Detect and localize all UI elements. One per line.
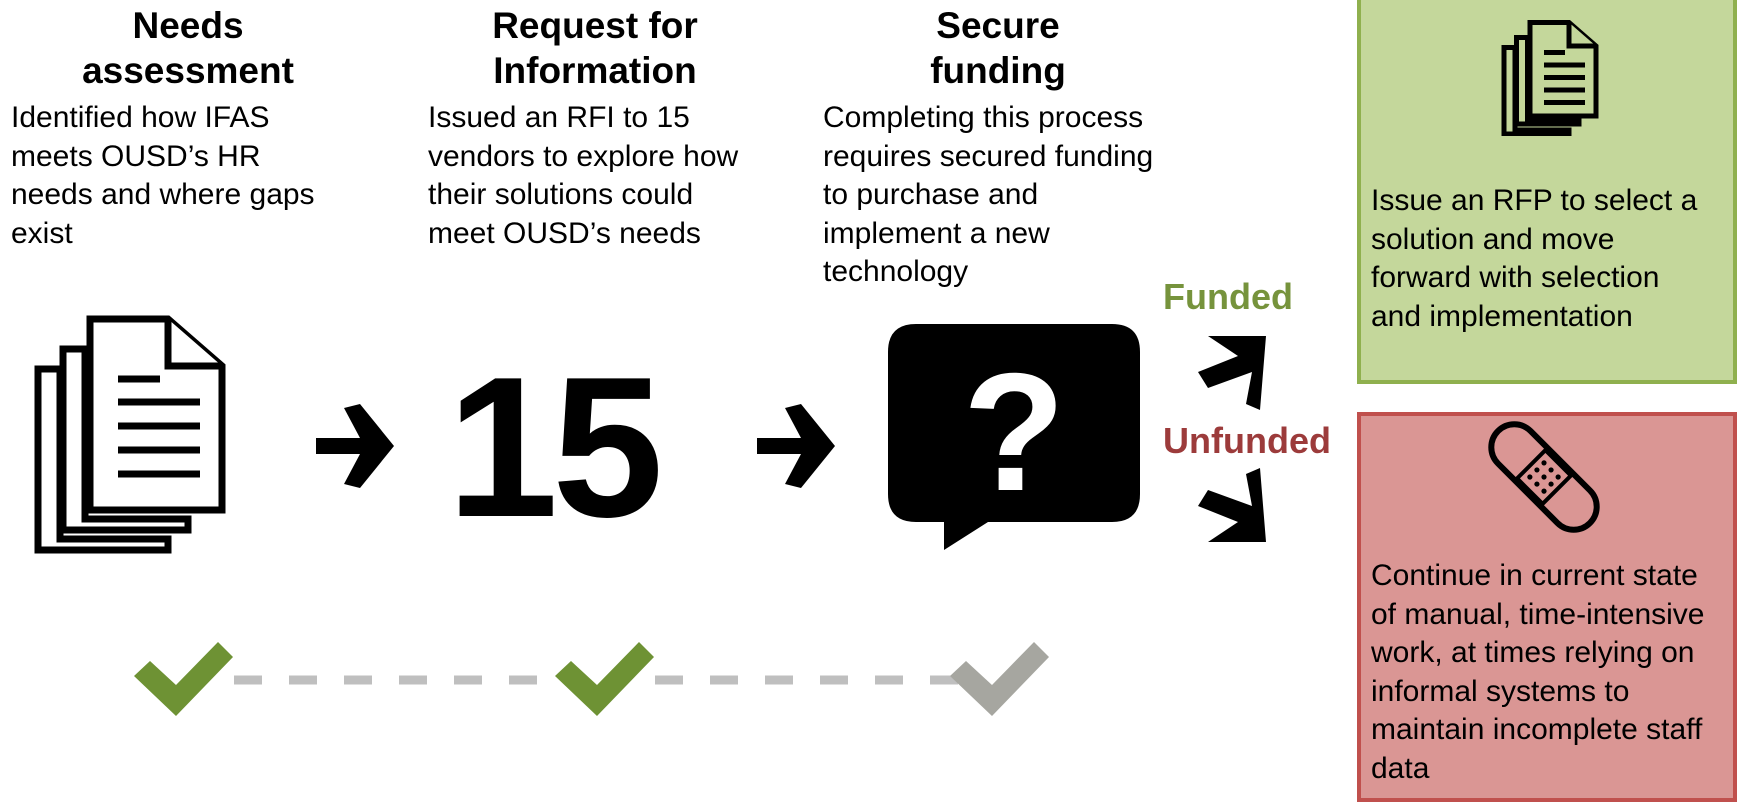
title-line: funding [930,50,1066,91]
description-line: exist [11,216,73,250]
outcome-line: Issue an RFP to select a [1371,184,1698,217]
funded-outcome-box: Issue an RFP to select a solution and mo… [1357,0,1737,384]
unfunded-outcome-text: Continue in current state of manual, tim… [1371,557,1739,788]
outcome-line: solution and move [1371,222,1615,256]
description-line: to purchase and [823,178,1039,211]
arrow-right-icon [316,404,394,488]
title-line: Needs [132,5,244,46]
outcome-line: and implementation [1371,299,1633,333]
question-bubble-icon: ? [888,324,1140,550]
step-title-needs-assessment: Needs assessment [38,3,338,93]
arrow-right-icon [757,404,835,488]
step-description-request-for-information: Issued an RFI to 15 vendors to explore h… [428,99,828,253]
outcome-line: informal systems to [1371,674,1630,708]
description-line: Issued an RFI to 15 [428,101,690,134]
description-line: requires secured funding [823,139,1154,173]
progress-tracker [134,642,1049,716]
description-line: Identified how IFAS [11,101,270,134]
funded-outcome-text: Issue an RFP to select a solution and mo… [1371,182,1739,336]
title-line: Information [493,50,697,91]
description-line: meet OUSD’s needs [428,216,701,250]
outcome-line: maintain incomplete staff [1371,713,1703,746]
svg-text:?: ? [963,338,1066,526]
description-line: technology [823,255,969,288]
arrow-up-right-icon [1198,336,1266,410]
unfunded-label: Unfunded [1163,420,1331,461]
description-line: Completing this process [823,101,1144,134]
description-line: vendors to explore how [428,139,739,173]
outcome-line: of manual, time-intensive [1371,597,1705,631]
description-line: needs and where gaps [11,178,315,211]
description-line: implement a new [823,216,1050,250]
description-line: their solutions could [428,178,694,211]
outcome-line: Continue in current state [1371,559,1698,592]
documents-icon [34,315,226,554]
step-title-secure-funding: Secure funding [848,3,1148,93]
description-line: meets OUSD’s HR [11,139,261,173]
documents-icon [1501,20,1599,136]
outcome-line: forward with selection [1371,261,1660,294]
outcome-line: data [1371,751,1430,785]
title-line: assessment [82,50,294,91]
pending-check-icon [950,642,1049,716]
rfi-vendor-count: 15 [447,336,663,559]
bandage-icon [1488,421,1600,533]
outcome-line: work, at times relying on [1371,636,1695,669]
title-line: Request for [492,5,698,46]
step-description-needs-assessment: Identified how IFAS meets OUSD’s HR need… [11,99,411,253]
complete-check-icon [134,642,233,716]
title-line: Secure [936,5,1060,46]
step-title-request-for-information: Request for Information [445,3,745,93]
complete-check-icon [555,642,654,716]
funded-label: Funded [1163,276,1293,317]
unfunded-outcome-box: Continue in current state of manual, tim… [1357,412,1737,802]
step-description-secure-funding: Completing this process requires secured… [823,99,1223,292]
arrow-down-right-icon [1198,468,1266,542]
